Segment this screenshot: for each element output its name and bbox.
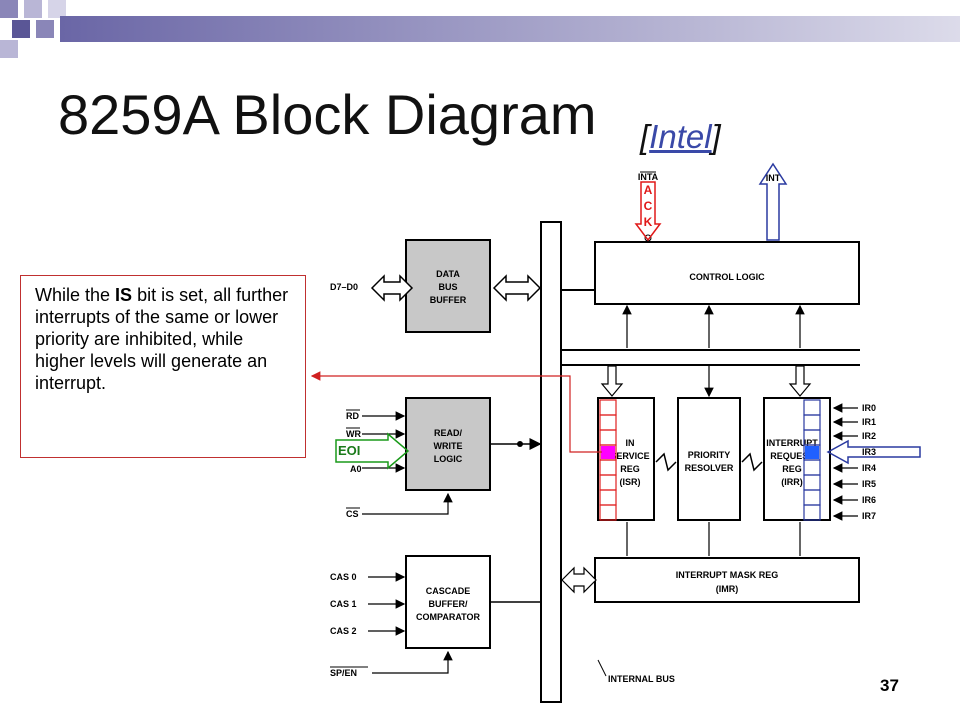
- svg-text:IR4: IR4: [862, 463, 876, 473]
- data-bus-buffer-block: [405, 239, 491, 333]
- bracket-close: ]: [711, 118, 721, 155]
- svg-text:LOGIC: LOGIC: [434, 454, 463, 464]
- header-bar: [60, 16, 960, 42]
- ack-letter-k: K: [644, 215, 653, 229]
- int-pin-label: INT: [766, 173, 781, 183]
- svg-text:WRITE: WRITE: [434, 441, 463, 451]
- svg-text:(ISR): (ISR): [620, 477, 641, 487]
- svg-text:(IMR): (IMR): [716, 584, 739, 594]
- svg-text:REQUEST: REQUEST: [770, 451, 814, 461]
- svg-text:RESOLVER: RESOLVER: [685, 463, 734, 473]
- bracket-open: [: [640, 118, 650, 155]
- svg-text:IR7: IR7: [862, 511, 876, 521]
- svg-text:IR2: IR2: [862, 431, 876, 441]
- page-number: 37: [880, 676, 899, 695]
- svg-text:BUS: BUS: [438, 282, 457, 292]
- ir3-arrow: [826, 439, 921, 465]
- cas1-pin-label: CAS 1: [330, 599, 357, 609]
- svg-text:READ/: READ/: [434, 428, 463, 438]
- ack-letter-a: A: [644, 183, 653, 197]
- cas2-pin-label: CAS 2: [330, 626, 357, 636]
- svg-text:COMPARATOR: COMPARATOR: [416, 612, 480, 622]
- svg-text:BUFFER: BUFFER: [430, 295, 467, 305]
- a0-pin-label: A0: [350, 464, 362, 474]
- svg-text:IR1: IR1: [862, 417, 876, 427]
- svg-text:PRIORITY: PRIORITY: [688, 450, 731, 460]
- cs-pin-label: CS: [346, 509, 359, 519]
- inta-pin-label: INTA: [638, 172, 659, 182]
- svg-text:IR5: IR5: [862, 479, 876, 489]
- svg-text:(IRR): (IRR): [781, 477, 803, 487]
- ir-pins: IR0 IR1 IR2 IR3 IR4 IR5 IR6 IR7: [832, 403, 876, 521]
- svg-text:INTERRUPT MASK REG: INTERRUPT MASK REG: [676, 570, 779, 580]
- svg-text:IN: IN: [626, 438, 635, 448]
- svg-text:INTERRUPT: INTERRUPT: [766, 438, 818, 448]
- svg-text:IR6: IR6: [862, 495, 876, 505]
- internal-bus: [540, 221, 562, 703]
- int-arrow: [758, 162, 788, 241]
- sp-en-pin-label: SP/EN: [330, 668, 357, 678]
- intel-link[interactable]: Intel: [649, 118, 712, 155]
- svg-text:IR0: IR0: [862, 403, 876, 413]
- isr-set-bit: [601, 446, 615, 459]
- slide-title: 8259A Block Diagram: [58, 83, 597, 146]
- read-write-logic-block: [405, 397, 491, 491]
- svg-text:CASCADE: CASCADE: [426, 586, 471, 596]
- internal-bus-label: INTERNAL BUS: [608, 674, 675, 684]
- svg-text:REG: REG: [782, 464, 802, 474]
- cas0-pin-label: CAS 0: [330, 572, 357, 582]
- priority-resolver-block: [677, 397, 741, 521]
- svg-text:REG: REG: [620, 464, 640, 474]
- ack-arrow: [634, 181, 662, 242]
- control-logic-block: [594, 241, 860, 305]
- wr-pin-label: WR: [346, 429, 361, 439]
- ack-letter-c: C: [644, 199, 653, 213]
- source-citation: [Intel]: [640, 118, 721, 156]
- svg-text:DATA: DATA: [436, 269, 460, 279]
- rd-pin-label: RD: [346, 411, 359, 421]
- imr-block: [594, 557, 860, 603]
- irr-bit-stack: [803, 399, 821, 521]
- is-bit-text: IS: [115, 285, 133, 305]
- eoi-arrow: [335, 432, 410, 470]
- irr-set-bit: [805, 446, 819, 459]
- isr-bit-stack: [599, 399, 617, 521]
- svg-text:SERVICE: SERVICE: [610, 451, 649, 461]
- cascade-buffer-block: [405, 555, 491, 649]
- svg-text:IR3: IR3: [862, 447, 876, 457]
- corner-logo: [0, 0, 66, 58]
- control-logic-label: CONTROL LOGIC: [689, 272, 765, 282]
- is-bit-pointer: [310, 371, 602, 453]
- eoi-label: EOI: [338, 443, 361, 458]
- data-bus-pin-label: D7–D0: [330, 282, 358, 292]
- svg-text:BUFFER/: BUFFER/: [429, 599, 468, 609]
- callout-box: While the IS bit is set, all further int…: [20, 275, 306, 458]
